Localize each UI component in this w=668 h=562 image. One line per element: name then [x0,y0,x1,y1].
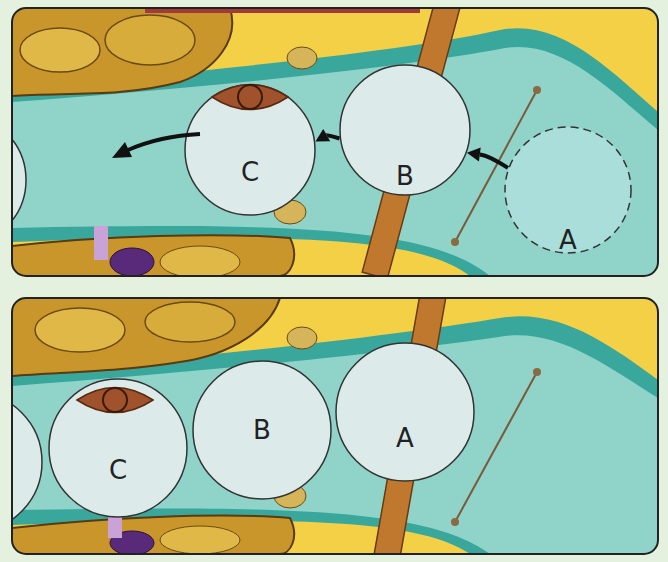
tile-circle: C [184,84,316,216]
eye-token [212,85,288,110]
move-arrow [467,148,508,168]
move-arrow [112,134,200,158]
tile-letter: C [241,158,259,187]
circle-outline [184,84,316,216]
circle-outline [335,342,475,482]
tile-letter: C [109,456,127,485]
tile-circle: A [504,126,632,254]
top-panel [12,8,658,276]
tile-circle: B [339,64,471,196]
tile-letter: B [253,416,271,445]
circle-outline [48,378,188,518]
tile-letter: B [396,162,414,191]
tile-letter: A [559,226,577,255]
tile-letter: A [396,424,414,453]
bottom-panel [12,298,658,554]
eye-token [77,388,153,413]
move-arrow [315,129,339,142]
tile-circle: B [192,360,332,500]
tile-circle: A [335,342,475,482]
tile-circle: C [48,378,188,518]
